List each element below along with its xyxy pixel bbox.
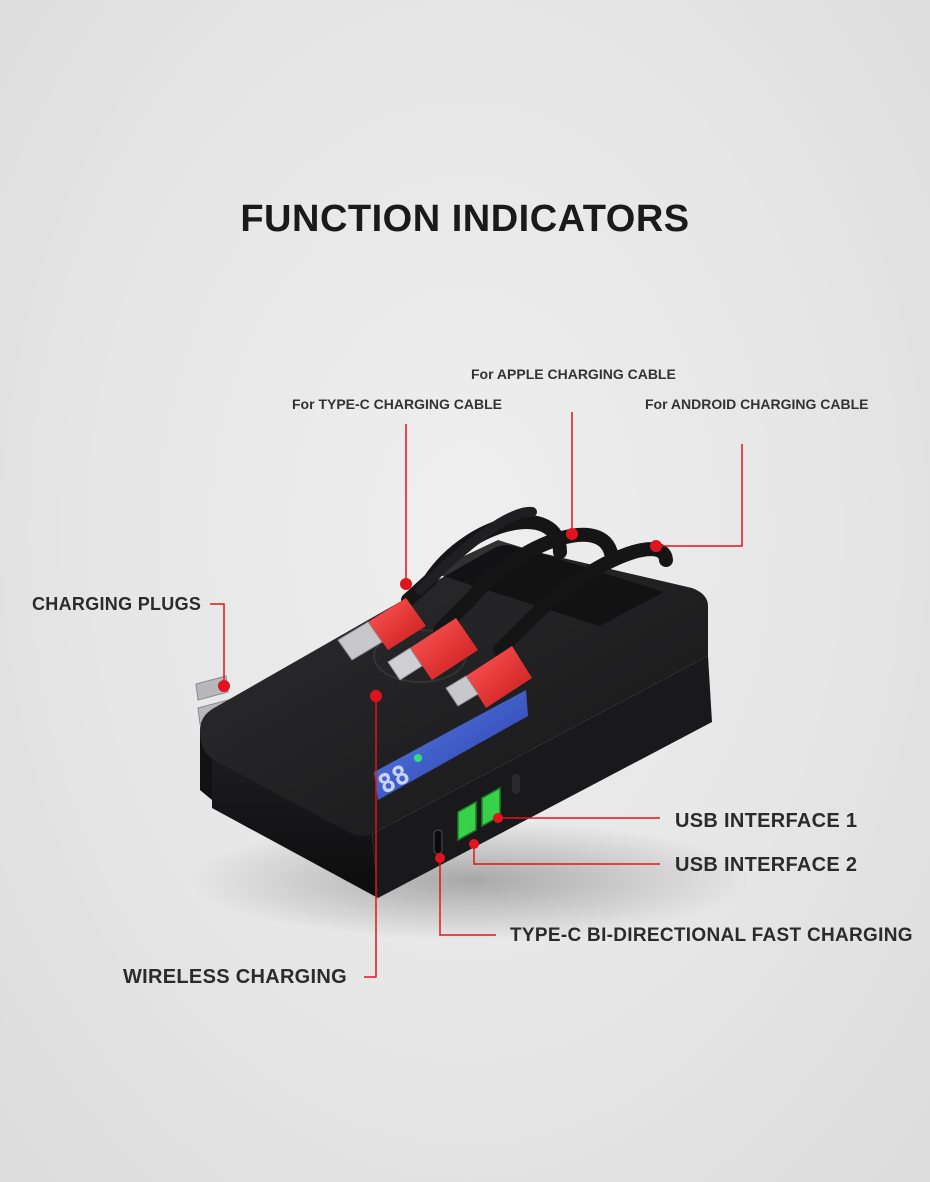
dot-android-cable [650,540,662,552]
connector-android [445,646,532,708]
status-led [414,754,422,762]
dot-charging-plugs [218,680,230,692]
dot-usb-2 [469,839,479,849]
label-type-c-port: TYPE-C BI-DIRECTIONAL FAST CHARGING [510,925,913,946]
label-type-c-cable: For TYPE-C CHARGING CABLE [292,396,502,412]
connector-apple [387,618,478,681]
retractable-cables [401,506,673,657]
dot-apple-cable [566,528,578,540]
label-android-cable: For ANDROID CHARGING CABLE [645,396,869,412]
label-apple-cable: For APPLE CHARGING CABLE [471,366,676,382]
page-title: FUNCTION INDICATORS [240,198,690,240]
dot-wireless-charging [370,690,382,702]
dot-type-c-port [435,853,445,863]
label-wireless-charging: WIRELESS CHARGING [123,966,347,988]
callout-lines [210,412,743,978]
connector-type-c [337,598,426,661]
callout-dots [218,528,662,863]
label-usb-interface-1: USB INTERFACE 1 [675,810,858,832]
dot-type-c-cable [400,578,412,590]
dot-usb-1 [493,813,503,823]
label-usb-interface-2: USB INTERFACE 2 [675,854,858,876]
label-charging-plugs: CHARGING PLUGS [32,594,202,614]
